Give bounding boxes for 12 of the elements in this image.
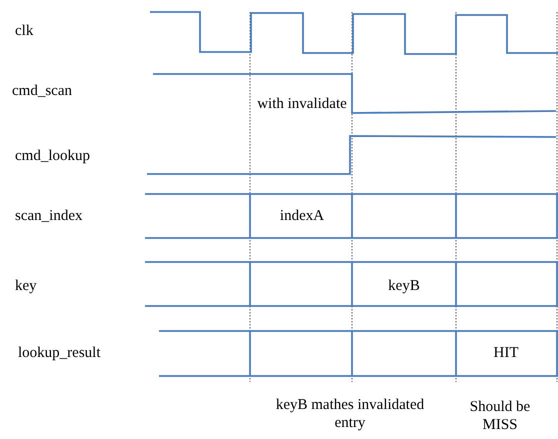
signal-name: cmd_scan — [12, 82, 72, 100]
signal-name: cmd_lookup — [15, 147, 90, 165]
note-text: keyB mathes invalidated entry — [275, 396, 425, 432]
signal-annotation: with invalidate — [257, 95, 347, 113]
bus-value: keyB — [388, 277, 420, 295]
signal-name: clk — [15, 22, 34, 40]
note-text: Should be MISS — [468, 398, 532, 434]
signal-name: lookup_result — [18, 344, 100, 362]
bus-value: indexA — [280, 207, 324, 225]
signal-name: key — [15, 277, 37, 295]
signal-name: scan_index — [15, 207, 82, 225]
bus-value: HIT — [494, 344, 518, 362]
